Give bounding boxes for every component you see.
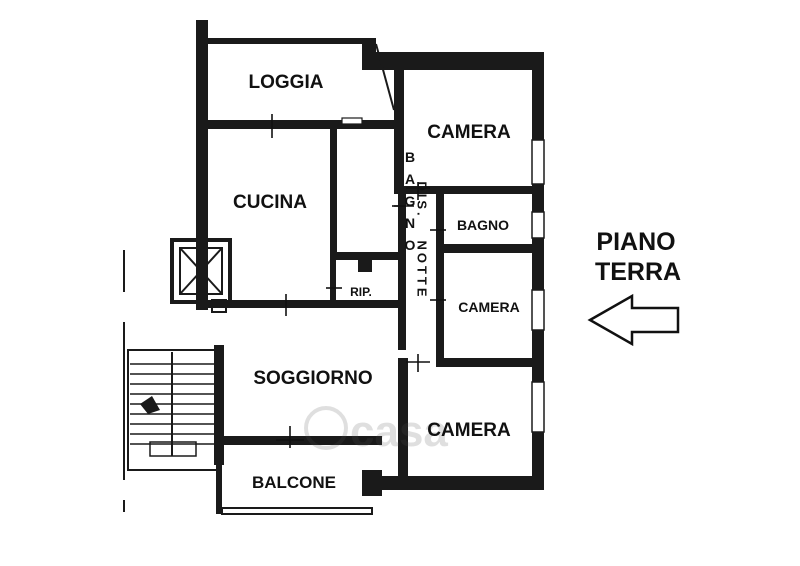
watermark: casa bbox=[304, 406, 448, 456]
room-label-dis: DIS. bbox=[415, 181, 430, 218]
room-label-balcone: BALCONE bbox=[252, 473, 336, 492]
room-label-notte: NOTTE bbox=[415, 240, 430, 299]
room-label-cucina: CUCINA bbox=[233, 192, 307, 213]
room-label-camera-top: CAMERA bbox=[427, 122, 511, 143]
stairs-icon bbox=[123, 250, 219, 512]
floor-label-line2: TERRA bbox=[595, 258, 681, 286]
room-label-soggiorno: SOGGIORNO bbox=[253, 368, 372, 389]
room-label-camera-mid: CAMERA bbox=[458, 299, 519, 315]
room-label-bagno-small: BAGNO bbox=[457, 217, 509, 233]
room-label-loggia: LOGGIA bbox=[249, 72, 324, 93]
room-label-camera-bottom: CAMERA bbox=[427, 420, 511, 441]
arrow-left-icon bbox=[587, 293, 680, 347]
floor-label-line1: PIANO bbox=[596, 228, 675, 256]
watermark-text: casa bbox=[350, 407, 448, 456]
room-label-rip: RIP. bbox=[350, 285, 372, 299]
elevator-icon bbox=[170, 238, 232, 313]
door-marks bbox=[271, 114, 446, 448]
interior-walls bbox=[208, 43, 545, 515]
